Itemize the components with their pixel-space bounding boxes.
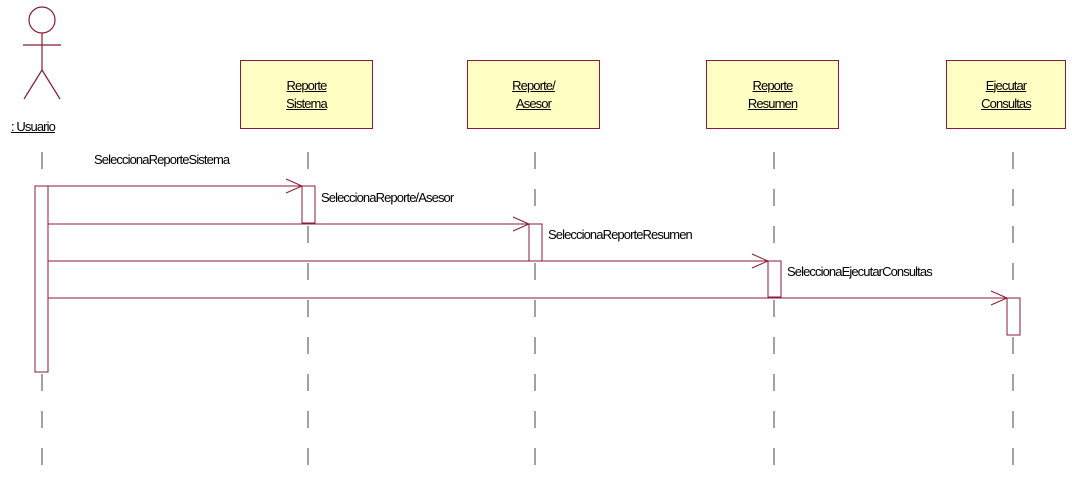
- object-reporte-sistema: Reporte Sistema: [240, 60, 373, 129]
- message-arrow-1: [48, 178, 304, 194]
- object-ejecutar-consultas-line2: Consultas: [981, 95, 1032, 111]
- message-arrow-4: [48, 290, 1009, 306]
- activation-bar-reporte-resumen: [767, 260, 782, 298]
- message-arrow-2: [48, 216, 531, 232]
- lifelines: [41, 152, 1014, 478]
- activation-bar-usuario: [34, 185, 49, 373]
- object-reporte-asesor-line1: Reporte/: [512, 77, 556, 93]
- object-ejecutar-consultas: Ejecutar Consultas: [946, 60, 1066, 129]
- activation-bar-reporte-asesor: [528, 223, 543, 262]
- activation-bar-reporte-sistema: [301, 185, 316, 224]
- actor-name: : Usuario: [11, 119, 56, 134]
- object-reporte-asesor-line2: Asesor: [515, 95, 552, 111]
- message-arrow-3: [48, 253, 770, 269]
- message-label-4: SeleccionaEjecutarConsultas: [787, 264, 933, 279]
- object-reporte-resumen-line2: Resumen: [747, 95, 798, 111]
- message-label-3: SeleccionaReporteResumen: [548, 227, 693, 242]
- message-label-2: SeleccionaReporte/Asesor: [321, 190, 454, 205]
- object-reporte-resumen-line1: Reporte: [752, 77, 794, 93]
- object-reporte-sistema-line2: Sistema: [286, 95, 328, 111]
- object-ejecutar-consultas-line1: Ejecutar: [985, 77, 1027, 93]
- message-label-1: SeleccionaReporteSistema: [94, 152, 230, 167]
- object-reporte-sistema-line1: Reporte: [286, 77, 328, 93]
- object-reporte-resumen: Reporte Resumen: [706, 60, 839, 129]
- stick-figure-actor-icon: [23, 6, 61, 100]
- activation-bar-ejecutar-consultas: [1006, 297, 1021, 336]
- object-reporte-asesor: Reporte/ Asesor: [467, 60, 600, 129]
